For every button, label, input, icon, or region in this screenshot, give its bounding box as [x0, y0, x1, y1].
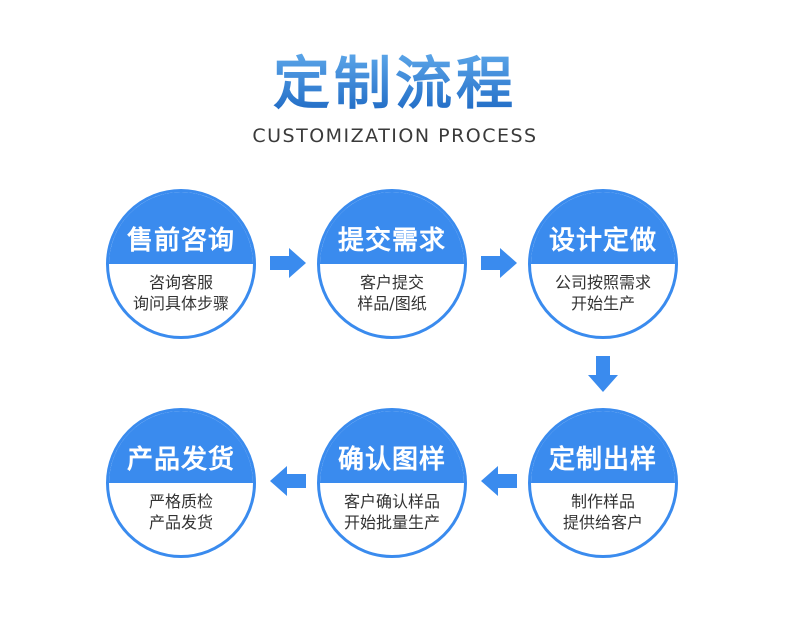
step-desc-line: 开始批量生产	[343, 513, 440, 532]
step-desc-line: 客户确认样品	[343, 492, 440, 511]
step-title: 设计定做	[548, 226, 657, 256]
page-title: 定制流程	[273, 51, 517, 117]
page-subtitle: CUSTOMIZATION PROCESS	[252, 124, 538, 147]
step-desc-line: 咨询客服	[148, 273, 213, 292]
step-desc-line: 制作样品	[570, 492, 635, 511]
step-desc-line: 严格质检	[148, 492, 213, 511]
step-title: 确认图样	[337, 445, 446, 475]
step-circle-2-header: 提交需求	[320, 192, 464, 264]
step-desc-line: 开始生产	[570, 294, 635, 313]
arrow-right-icon	[481, 248, 517, 278]
step-title: 产品发货	[126, 445, 235, 475]
step-desc-line: 公司按照需求	[554, 273, 651, 292]
arrow-left-icon	[270, 466, 306, 496]
step-circle-3-header: 设计定做	[531, 192, 675, 264]
step-circle-4-header: 定制出样	[531, 411, 675, 483]
arrow-left-icon	[481, 466, 517, 496]
step-circle-5-header: 确认图样	[320, 411, 464, 483]
step-title: 售前咨询	[126, 226, 235, 256]
step-title: 定制出样	[548, 445, 657, 475]
step-circle-6-header: 产品发货	[109, 411, 253, 483]
arrow-right-icon	[270, 248, 306, 278]
step-circle-1: 售前咨询 咨询客服 询问具体步骤	[106, 189, 256, 339]
step-circle-2: 提交需求 客户提交 样品/图纸	[317, 189, 467, 339]
step-circle-4-body: 制作样品 提供给客户	[531, 483, 675, 555]
step-circle-2-body: 客户提交 样品/图纸	[320, 264, 464, 336]
arrow-down-icon	[588, 356, 618, 392]
step-circle-3: 设计定做 公司按照需求 开始生产	[528, 189, 678, 339]
step-desc-line: 产品发货	[148, 513, 213, 532]
step-circle-5-body: 客户确认样品 开始批量生产	[320, 483, 464, 555]
step-circle-1-body: 咨询客服 询问具体步骤	[109, 264, 253, 336]
step-desc-line: 客户提交	[359, 273, 424, 292]
page-header: 定制流程 CUSTOMIZATION PROCESS	[0, 51, 790, 147]
step-desc-line: 样品/图纸	[357, 294, 427, 313]
step-desc-line: 询问具体步骤	[132, 294, 229, 313]
step-desc-line: 提供给客户	[562, 513, 643, 532]
step-circle-5: 确认图样 客户确认样品 开始批量生产	[317, 408, 467, 558]
step-title: 提交需求	[337, 226, 446, 256]
step-circle-6-body: 严格质检 产品发货	[109, 483, 253, 555]
step-circle-4: 定制出样 制作样品 提供给客户	[528, 408, 678, 558]
step-circle-6: 产品发货 严格质检 产品发货	[106, 408, 256, 558]
step-circle-3-body: 公司按照需求 开始生产	[531, 264, 675, 336]
step-circle-1-header: 售前咨询	[109, 192, 253, 264]
